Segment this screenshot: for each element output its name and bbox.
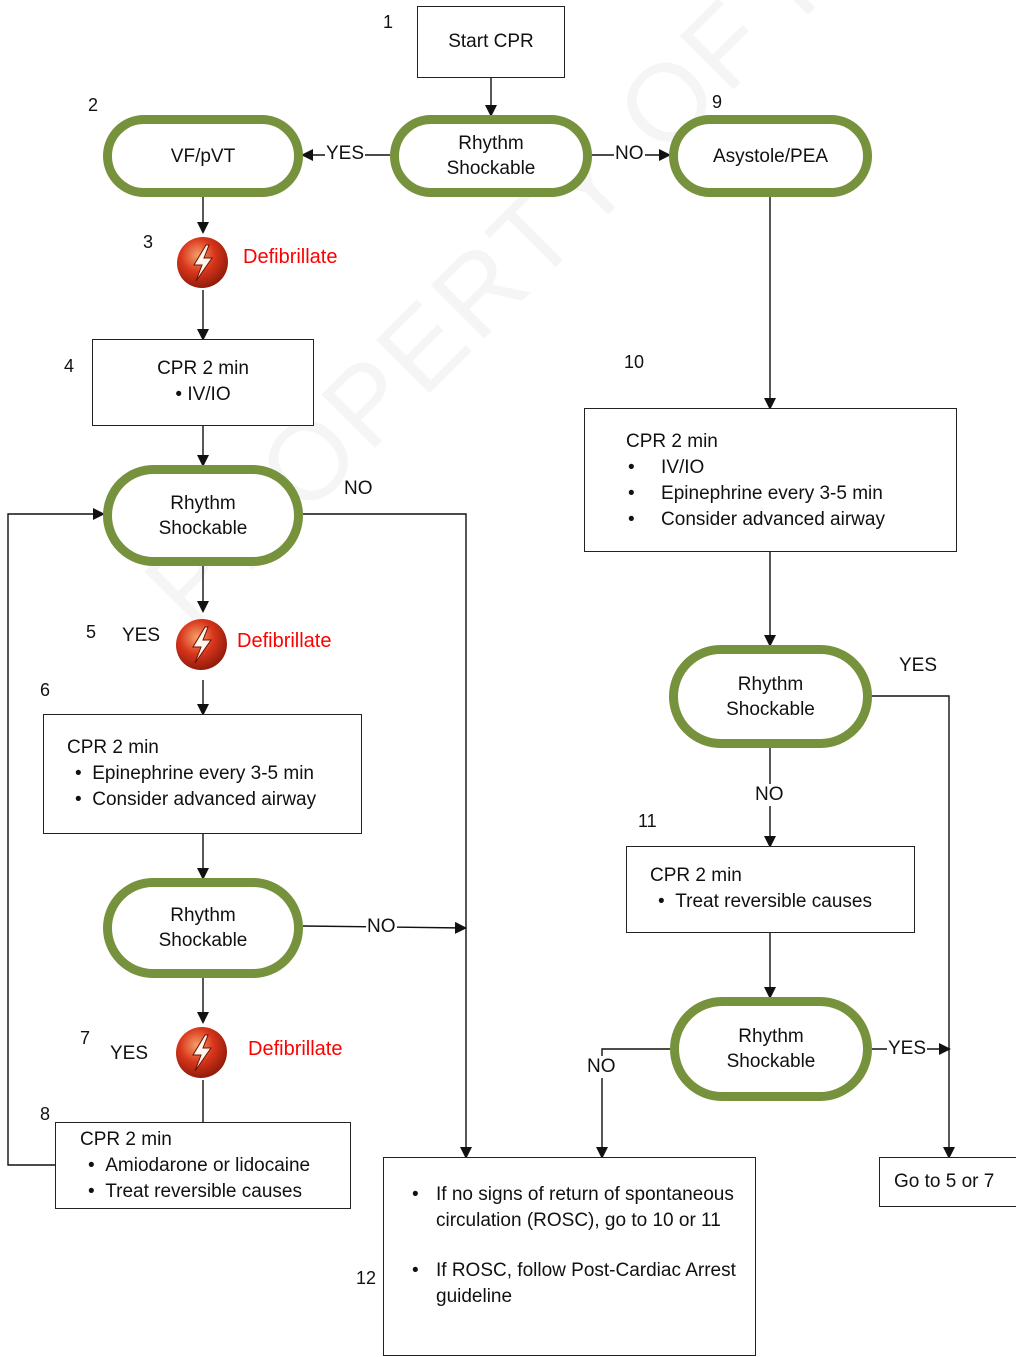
start-cpr-box: Start CPR [417, 6, 565, 78]
defibrillate-label: Defibrillate [248, 1038, 343, 1060]
rhythm-shockable-right-2: Rhythm Shockable [670, 997, 872, 1101]
step-number-9: 9 [712, 92, 723, 112]
asystole-pea-text: Asystole/PEA [712, 145, 829, 167]
outcome-box-12: • If no signs of return of spontaneous c… [383, 1157, 756, 1356]
cpr-box-11: CPR 2 min • Treat reversible causes [626, 846, 915, 933]
cpr-box-11-item: • Treat reversible causes [658, 891, 872, 912]
step-number-8: 8 [40, 1104, 51, 1124]
label-yes-top: YES [325, 143, 366, 165]
cpr-box-6: CPR 2 min • Epinephrine every 3-5 min • … [43, 714, 362, 834]
outcome-item: • If no signs of return of spontaneous c… [412, 1184, 734, 1231]
asystole-pea-node: Asystole/PEA [669, 115, 872, 197]
cpr-box-8-item: • Treat reversible causes [88, 1181, 302, 1202]
label-no-left-2: NO [366, 916, 397, 938]
step-number-5: 5 [86, 622, 97, 642]
start-cpr-text: Start CPR [448, 31, 534, 52]
label-no-right-2: NO [586, 1056, 617, 1078]
vf-pvt-node: VF/pVT [103, 115, 303, 197]
label-no-right-1: NO [754, 784, 785, 806]
rhythm-shockable-right-1: Rhythm Shockable [669, 645, 872, 748]
vf-pvt-text: VF/pVT [170, 145, 236, 167]
defibrillate-label: Defibrillate [237, 630, 332, 652]
rhythm-line1: Rhythm [738, 1026, 804, 1047]
cpr-box-11-title: CPR 2 min [650, 865, 742, 886]
defibrillate-icon [177, 237, 228, 288]
cpr-box-10-item: • Consider advanced airway [628, 509, 885, 530]
step-number-4: 4 [64, 356, 75, 376]
rhythm-line1: Rhythm [737, 673, 804, 695]
cpr-box-6-title: CPR 2 min [67, 737, 159, 758]
cpr-box-4: CPR 2 min • IV/IO [92, 339, 314, 426]
step-number-1: 1 [383, 12, 394, 32]
defibrillate-icon [176, 619, 227, 670]
cpr-box-6-item: • Consider advanced airway [75, 789, 317, 810]
rhythm-line2: Shockable [158, 517, 248, 539]
step-number-11: 11 [638, 811, 657, 831]
label-yes-right-2: YES [887, 1038, 928, 1060]
defibrillate-label: Defibrillate [243, 246, 338, 268]
cpr-box-8-item: • Amiodarone or lidocaine [88, 1155, 311, 1176]
rhythm-shockable-left-2: Rhythm Shockable [103, 878, 303, 978]
label-yes-7: YES [109, 1043, 150, 1065]
rhythm-line2: Shockable [158, 930, 248, 951]
rhythm-line2: Shockable [726, 698, 815, 720]
cpr-box-10-title: CPR 2 min [626, 431, 718, 452]
cpr-box-6-item: • Epinephrine every 3-5 min [75, 763, 315, 784]
outcome-item: • If ROSC, follow Post-Cardiac Arrest gu… [412, 1260, 736, 1307]
cpr-box-4-item: • IV/IO [175, 384, 231, 405]
step-number-12: 12 [356, 1268, 377, 1288]
step-number-10: 10 [624, 352, 645, 372]
rhythm-line2: Shockable [446, 158, 536, 179]
cpr-box-8: CPR 2 min • Amiodarone or lidocaine • Tr… [55, 1122, 351, 1209]
rhythm-line1: Rhythm [170, 905, 236, 926]
rhythm-line1: Rhythm [170, 492, 236, 514]
goto-box: Go to 5 or 7 [879, 1157, 1016, 1207]
goto-text: Go to 5 or 7 [894, 1171, 995, 1192]
step-number-3: 3 [143, 232, 154, 252]
label-yes-right-1: YES [898, 655, 939, 677]
cpr-box-8-title: CPR 2 min [80, 1129, 172, 1150]
cpr-box-10-item: • IV/IO [628, 457, 705, 478]
step-number-6: 6 [40, 680, 51, 700]
step-number-2: 2 [88, 95, 99, 115]
rhythm-line1: Rhythm [458, 133, 524, 154]
label-no-left-1: NO [343, 478, 374, 500]
rhythm-shockable-left-1: Rhythm Shockable [103, 465, 303, 566]
step-number-7: 7 [80, 1028, 91, 1048]
defibrillate-icon [176, 1027, 227, 1078]
rhythm-line2: Shockable [726, 1051, 816, 1072]
label-no-top: NO [614, 143, 645, 165]
cpr-box-10-item: • Epinephrine every 3-5 min [628, 483, 883, 504]
label-yes-5: YES [121, 625, 162, 647]
rhythm-shockable-top: Rhythm Shockable [390, 115, 592, 197]
cpr-box-4-title: CPR 2 min [157, 358, 249, 379]
cpr-box-10: CPR 2 min • IV/IO • Epinephrine every 3-… [584, 408, 957, 552]
